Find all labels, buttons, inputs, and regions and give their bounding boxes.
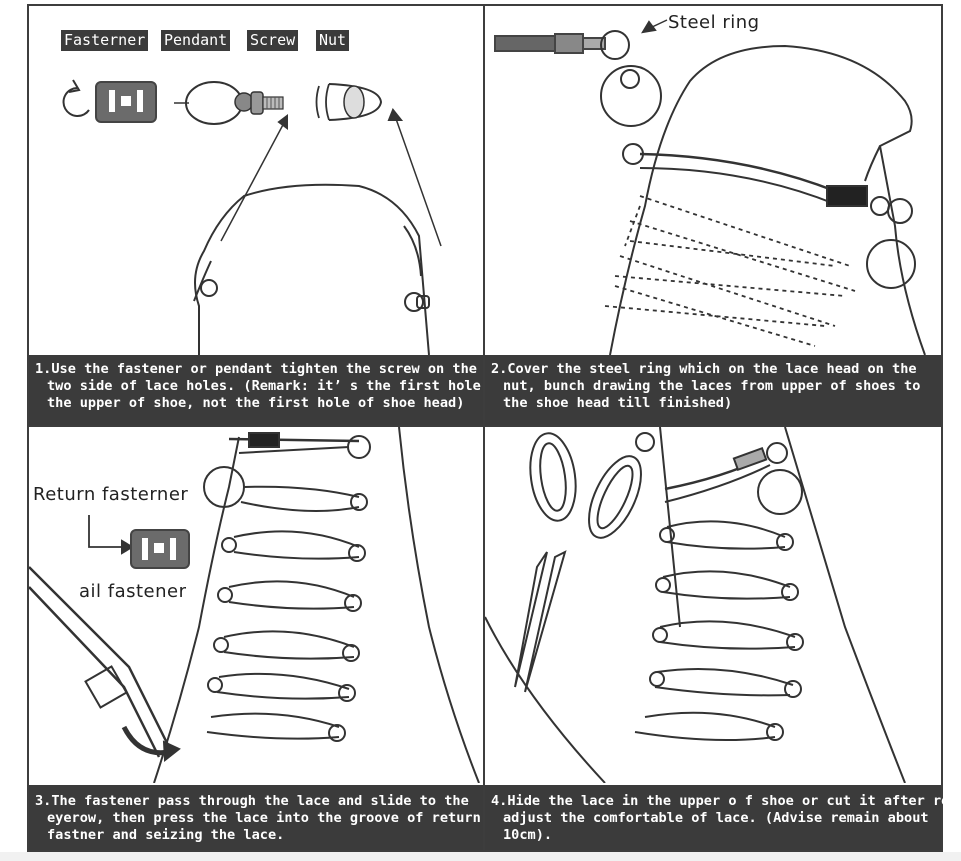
- bottom-strip: [0, 852, 961, 861]
- rotate-arrow-icon: [62, 87, 90, 117]
- step-2-line-1: 2.Cover the steel ring which on the lace…: [491, 361, 917, 377]
- step-4-line-2: adjust the comfortable of lace. (Advise …: [503, 810, 929, 826]
- step-4-caption: 4.Hide the lace in the upper o f shoe or…: [485, 785, 958, 850]
- step-3-illustration: [29, 427, 480, 783]
- step-1-illustration: [62, 79, 442, 355]
- instruction-grid: [27, 4, 943, 852]
- step-4-line-1: 4.Hide the lace in the upper o f shoe or…: [491, 793, 958, 809]
- step-1-panel: Fasterner Pendant Screw Nut: [29, 6, 483, 355]
- part-label-fastener: Fasterner: [61, 30, 149, 51]
- step-4-line-3: 10cm).: [503, 827, 553, 843]
- step-3-line-2: eyerow, then press the lace into the gro…: [47, 810, 481, 826]
- step-2-panel: Steel ring: [485, 6, 941, 355]
- nut-icon: [343, 85, 365, 119]
- step-4-illustration: [485, 427, 906, 783]
- step-3-line-3: fastner and seizing the lace.: [47, 827, 285, 843]
- step-1-line-3: the upper of shoe, not the first hole of…: [47, 395, 465, 411]
- step-1-line-1: 1.Use the fastener or pendant tighten th…: [35, 361, 477, 377]
- step-2-line-2: nut, bunch drawing the laces from upper …: [503, 378, 921, 394]
- return-fastener-label: Return fasterner: [33, 484, 189, 505]
- step-3-line-1: 3.The fastener pass through the lace and…: [35, 793, 469, 809]
- tail-fastener-label: ail fastener: [79, 581, 187, 602]
- scissors-icon: [514, 432, 642, 693]
- steel-ring-label: Steel ring: [668, 12, 760, 33]
- part-label-nut: Nut: [316, 30, 350, 51]
- part-label-pendant: Pendant: [161, 30, 231, 51]
- step-2-caption: 2.Cover the steel ring which on the lace…: [485, 355, 941, 425]
- step-3-caption: 3.The fastener pass through the lace and…: [29, 785, 483, 850]
- step-2-line-3: the shoe head till finished): [503, 395, 733, 411]
- vertical-divider: [483, 4, 485, 852]
- steel-ring-icon: [600, 65, 662, 127]
- step-2-illustration: [494, 19, 926, 355]
- step-4-panel: [485, 427, 941, 783]
- screw-icon: [250, 91, 264, 115]
- horizontal-divider: [27, 425, 943, 427]
- part-label-screw: Screw: [247, 30, 299, 51]
- step-1-line-2: two side of lace holes. (Remark: it’ s t…: [47, 378, 506, 394]
- step-3-panel: Return fasterner ail fastener: [29, 427, 483, 783]
- step-1-caption: 1.Use the fastener or pendant tighten th…: [29, 355, 506, 425]
